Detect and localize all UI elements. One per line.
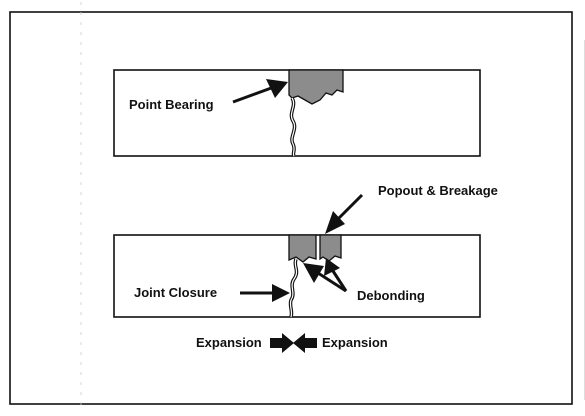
debonding-arrow-shaft-2 bbox=[331, 270, 348, 292]
expansion-left-label: Expansion bbox=[196, 335, 262, 350]
popout-piece-right bbox=[319, 234, 342, 262]
expansion-right-label: Expansion bbox=[322, 335, 388, 350]
point-bearing-label: Point Bearing bbox=[129, 97, 214, 112]
debonding-arrow-shaft-1 bbox=[317, 271, 347, 293]
point-bearing-arrow-icon bbox=[266, 79, 288, 98]
debonding-arrow-icon-1 bbox=[303, 263, 324, 283]
expansion-arrows bbox=[270, 333, 317, 353]
top-joint-crack-core bbox=[290, 97, 296, 157]
popout-piece-left bbox=[288, 234, 317, 263]
popout-arrow-icon bbox=[325, 211, 345, 234]
top-slab-group bbox=[113, 69, 481, 157]
expansion-arrow-right-icon bbox=[270, 333, 294, 353]
bottom-slab-group bbox=[113, 193, 481, 318]
popout-arrow-shaft bbox=[333, 193, 364, 224]
debonding-arrow-icon-2 bbox=[324, 258, 340, 276]
expansion-arrow-left-icon bbox=[293, 333, 317, 353]
debonding-label: Debonding bbox=[357, 288, 425, 303]
bottom-joint-crack-core bbox=[289, 258, 298, 318]
point-bearing-spall bbox=[288, 69, 344, 105]
joint-closure-arrow-icon bbox=[272, 284, 290, 302]
popout-breakage-label: Popout & Breakage bbox=[378, 183, 498, 198]
point-bearing-arrow-shaft bbox=[232, 85, 275, 104]
figure-frame bbox=[9, 11, 573, 405]
joint-closure-label: Joint Closure bbox=[134, 285, 218, 300]
